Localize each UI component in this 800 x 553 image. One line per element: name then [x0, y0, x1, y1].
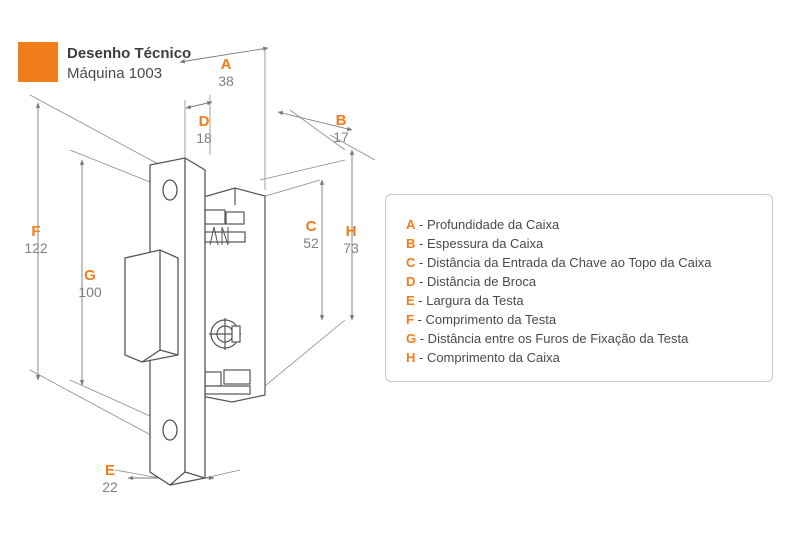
- page-title: Desenho Técnico: [67, 45, 192, 62]
- legend-letter: G: [406, 331, 417, 346]
- dim-line-d: [185, 100, 213, 110]
- key-entry-icon: [209, 318, 241, 350]
- legend-letter: E: [406, 293, 415, 308]
- legend-text: - Distância da Entrada da Chave ao Topo …: [415, 255, 712, 270]
- title-block: Desenho Técnico Máquina 1003: [67, 44, 191, 84]
- dimension-letter: D: [198, 113, 210, 130]
- dimension-f: F 122: [6, 223, 66, 257]
- legend-letter: A: [406, 217, 416, 232]
- dim-line-b: [277, 111, 353, 131]
- latch-bolt: [124, 249, 179, 363]
- dimension-letter: F: [31, 223, 41, 240]
- legend-letter: C: [406, 255, 416, 270]
- legend-text: - Comprimento da Testa: [413, 312, 557, 327]
- legend-text: - Largura da Testa: [414, 293, 524, 308]
- dimension-e: E 22: [80, 462, 140, 496]
- brand-color-swatch: [18, 42, 58, 82]
- dimension-d: D 18: [174, 113, 234, 147]
- dim-line-a: [179, 46, 269, 64]
- dimension-value: 17: [333, 129, 349, 145]
- dimension-value: 18: [196, 130, 212, 146]
- legend-letter: D: [406, 274, 416, 289]
- dimension-value: 22: [102, 479, 118, 495]
- legend-text: - Comprimento da Caixa: [415, 350, 560, 365]
- dimension-letter: E: [104, 462, 115, 479]
- dimension-b: B 17: [311, 112, 371, 146]
- dimension-letter: G: [84, 267, 96, 284]
- dimension-h: H 73: [321, 223, 381, 257]
- legend-panel: A - Profundidade da Caixa B - Espessura …: [385, 194, 773, 382]
- legend-item-b: B - Espessura da Caixa: [406, 234, 772, 253]
- legend-item-h: H - Comprimento da Caixa: [406, 348, 772, 367]
- dimension-letter: C: [305, 218, 317, 235]
- dimension-value: 100: [78, 284, 102, 300]
- dimension-a: A 38: [196, 56, 256, 90]
- dimension-letter: H: [345, 223, 357, 240]
- dimension-c: C 52: [281, 218, 341, 252]
- legend-item-d: D - Distância de Broca: [406, 272, 772, 291]
- legend-item-a: A - Profundidade da Caixa: [406, 215, 772, 234]
- legend-text: - Espessura da Caixa: [415, 236, 544, 251]
- page-subtitle: Máquina 1003: [67, 65, 163, 82]
- legend-text: - Distância entre os Furos de Fixação da…: [416, 331, 689, 346]
- legend-item-e: E - Largura da Testa: [406, 291, 772, 310]
- legend-letter: H: [406, 350, 416, 365]
- dimension-letter: A: [220, 56, 232, 73]
- legend-item-c: C - Distância da Entrada da Chave ao Top…: [406, 253, 772, 272]
- dimension-value: 52: [303, 235, 319, 251]
- dimension-value: 73: [343, 240, 359, 256]
- legend-text: - Distância de Broca: [415, 274, 537, 289]
- legend-letter: F: [406, 312, 414, 327]
- dimension-g: G 100: [60, 267, 120, 301]
- dimension-value: 38: [218, 73, 234, 89]
- dimension-value: 122: [24, 240, 48, 256]
- legend-item-g: G - Distância entre os Furos de Fixação …: [406, 329, 772, 348]
- dimension-letter: B: [335, 112, 347, 129]
- legend-item-f: F - Comprimento da Testa: [406, 310, 772, 329]
- legend-letter: B: [406, 236, 416, 251]
- legend-text: - Profundidade da Caixa: [415, 217, 560, 232]
- brand-logo: [209, 226, 229, 246]
